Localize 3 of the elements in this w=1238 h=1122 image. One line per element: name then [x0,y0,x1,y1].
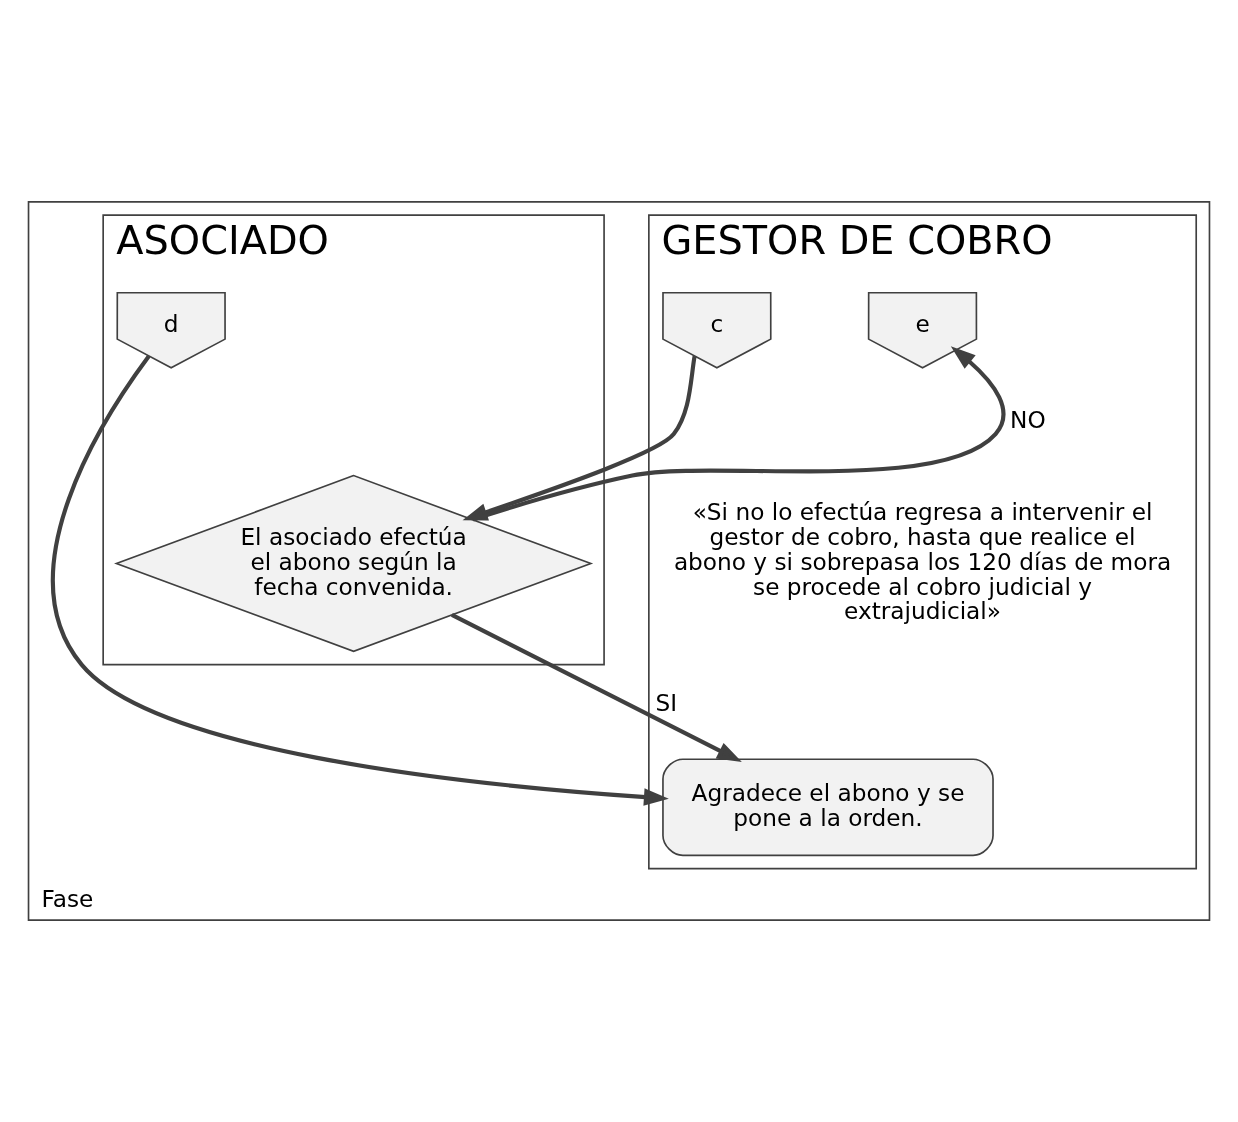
label: «Si no lo efectúa regresa a intervenir el gestor de cobro, hasta que realice el abono y si sobrepasa los 120 días de mora se procede al cobro judicial y extrajudicial» [673,497,1172,625]
edge-label: SI [655,689,678,717]
edge-label: NO [1010,405,1046,433]
